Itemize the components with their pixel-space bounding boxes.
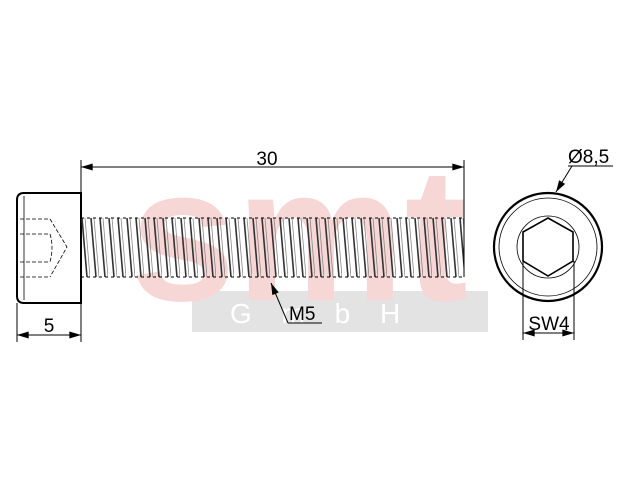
screw-head xyxy=(16,192,82,304)
thread xyxy=(81,218,464,277)
head-outer-circle xyxy=(492,191,604,303)
watermark-subtext: G m b H xyxy=(230,298,400,329)
dimension-length-label: 30 xyxy=(256,149,277,170)
socket-size-label: SW4 xyxy=(528,314,570,335)
thread-label: M5 xyxy=(289,304,315,325)
thread-leader xyxy=(270,282,322,324)
head-diameter-label: Ø8,5 xyxy=(568,147,609,168)
socket-hidden-lines xyxy=(20,218,68,278)
dimension-head-height xyxy=(16,303,82,342)
screw-side-view xyxy=(16,192,465,304)
dimension-length xyxy=(80,160,465,218)
hex-socket xyxy=(522,217,574,277)
dimension-head-height-label: 5 xyxy=(44,316,55,337)
screw-end-view xyxy=(492,165,613,340)
watermark-band xyxy=(192,291,488,332)
